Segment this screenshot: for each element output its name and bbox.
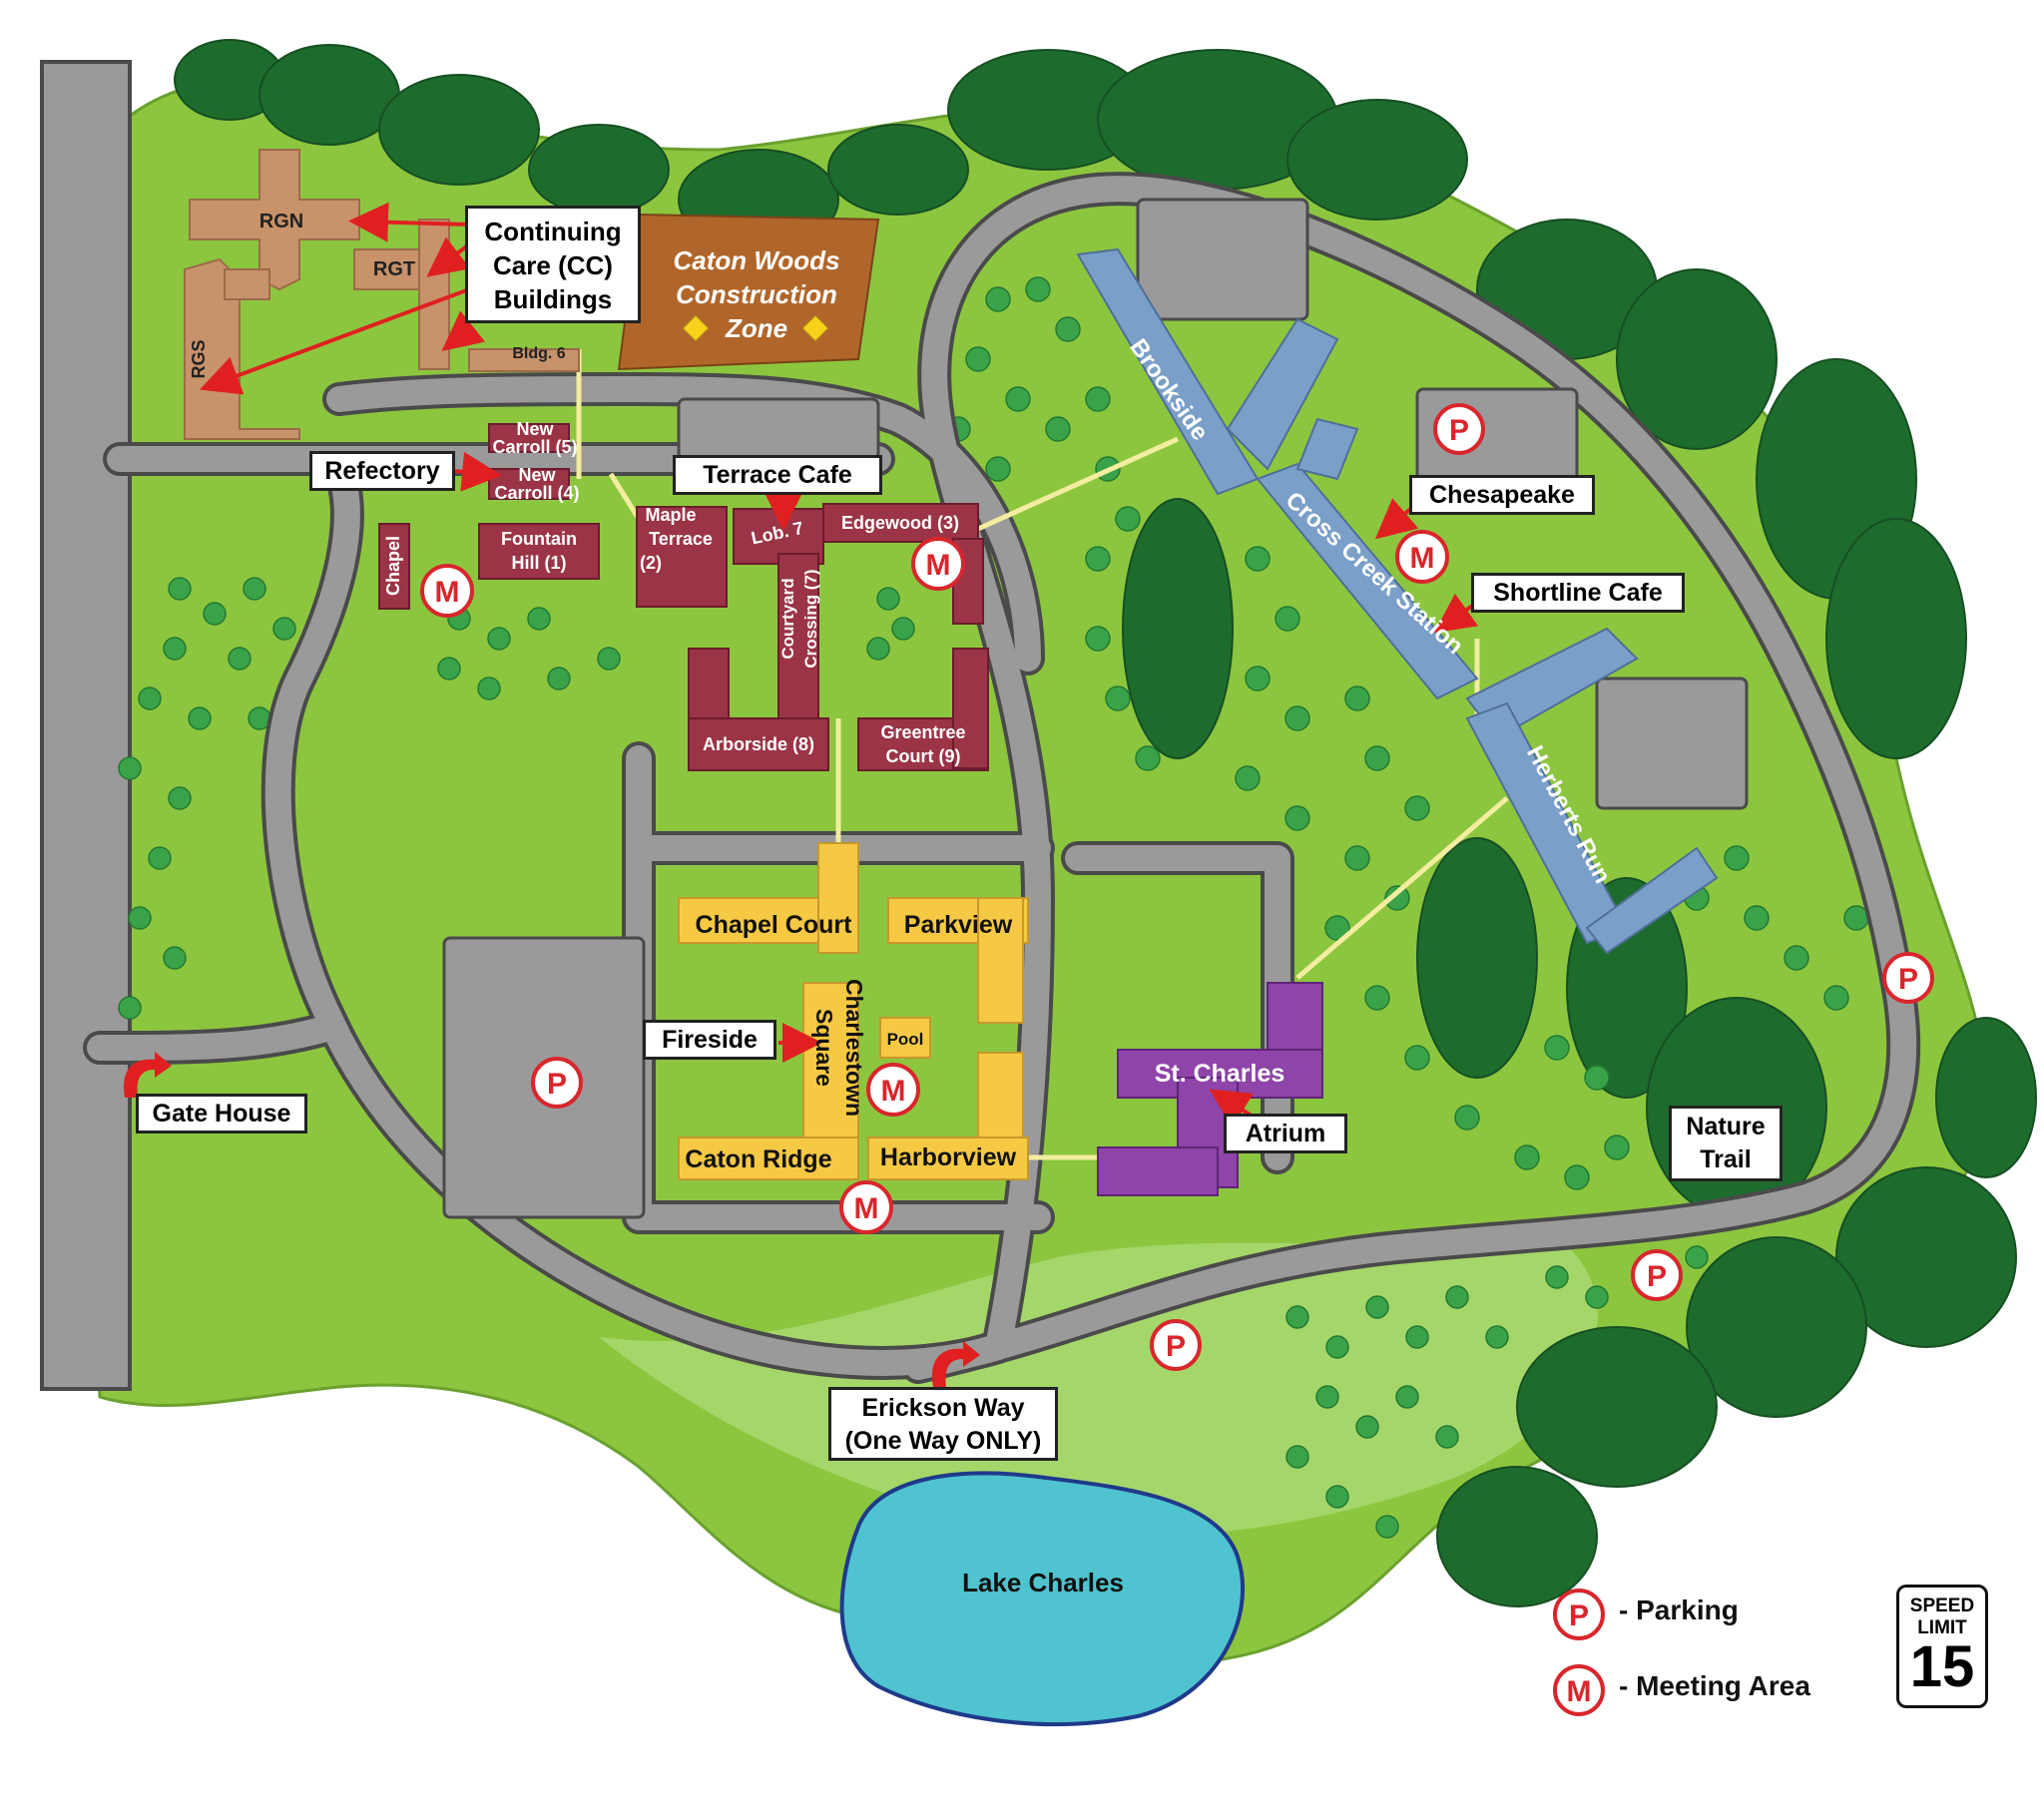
- rgn-label: RGN: [259, 211, 303, 232]
- nature-trail-line2: Trail: [1700, 1145, 1752, 1173]
- purple-buildings: [1097, 982, 1323, 1196]
- rgs-label: RGS: [189, 339, 209, 378]
- charlestown-square-label-1: Charlestown: [841, 979, 867, 1117]
- construction-label-3: Zone: [725, 313, 787, 343]
- speed-limit-sign: SPEED LIMIT 15: [1896, 1585, 1988, 1708]
- edgewood-label: Edgewood (3): [841, 513, 959, 533]
- construction-label-2: Construction: [676, 279, 837, 309]
- harborview-label: Harborview: [880, 1143, 1017, 1171]
- fountain-hill-label-1: Fountain: [501, 529, 577, 549]
- svg-text:M: M: [1410, 542, 1435, 575]
- caton-ridge-label: Caton Ridge: [685, 1145, 831, 1173]
- new-carroll-4-label-2: Carroll (4): [494, 483, 579, 503]
- maple-terrace-label-1: Maple: [645, 505, 696, 525]
- atrium-callout: Atrium: [1224, 1114, 1347, 1153]
- meeting-area-icon: [866, 1063, 920, 1117]
- maple-terrace-label-3: (2): [640, 553, 662, 573]
- terrace-cafe-callout: Terrace Cafe: [673, 455, 882, 495]
- continuing-care-line1: Continuing: [484, 217, 622, 246]
- svg-text:M: M: [854, 1192, 879, 1225]
- erickson-way-callout: Erickson Way (One Way ONLY): [828, 1387, 1058, 1461]
- trees: [118, 276, 1869, 1539]
- svg-text:P: P: [1166, 1330, 1186, 1363]
- charlestown-square-label-2: Square: [811, 1009, 837, 1087]
- speed-limit-line2: LIMIT: [1917, 1617, 1967, 1638]
- walkways: [576, 349, 1509, 1160]
- nature-trail-line1: Nature: [1686, 1113, 1766, 1140]
- meadow: [599, 1237, 1598, 1538]
- parkview-label: Parkview: [904, 911, 1013, 939]
- legend-parking-label: - Parking: [1619, 1594, 1739, 1625]
- svg-text:P: P: [1647, 1260, 1667, 1293]
- rgt-label: RGT: [373, 258, 415, 280]
- maroon-buildings: [378, 423, 989, 771]
- fireside-callout: Fireside: [643, 1020, 776, 1060]
- svg-text:P: P: [1449, 414, 1469, 447]
- nature-trail-callout: Nature Trail: [1669, 1106, 1783, 1181]
- continuing-care-line2: Care (CC): [493, 250, 613, 280]
- svg-text:P: P: [1898, 963, 1918, 996]
- meeting-area-icon: [1395, 530, 1449, 584]
- parking-icon: [1433, 403, 1485, 455]
- meeting-markers: [420, 530, 1605, 1716]
- lake-charles-label: Lake Charles: [962, 1568, 1124, 1597]
- blue-buildings: [1076, 247, 1719, 955]
- parking-icon: [531, 1057, 583, 1109]
- pool-label: Pool: [887, 1030, 924, 1049]
- turn-arrows: [124, 1052, 980, 1387]
- bldg6-label: Bldg. 6: [512, 345, 565, 362]
- fountain-hill-label-2: Hill (1): [511, 553, 566, 573]
- parking-icon: [1882, 952, 1934, 1004]
- meeting-area-icon: [911, 537, 965, 591]
- gate-house-callout: Gate House: [136, 1094, 307, 1134]
- erickson-way-line2: (One Way ONLY): [844, 1427, 1042, 1455]
- chapel-court-label: Chapel Court: [696, 911, 853, 939]
- parking-icon: [1553, 1589, 1605, 1640]
- parking-icon: [1150, 1319, 1202, 1371]
- svg-text:P: P: [1569, 1599, 1589, 1632]
- svg-text:M: M: [435, 576, 460, 609]
- new-carroll-4-label-1: New: [518, 465, 556, 485]
- courtyard-crossing-label-1: Courtyard: [778, 578, 797, 659]
- continuing-care-line3: Buildings: [493, 284, 613, 314]
- construction-diamond-icons: [682, 314, 829, 342]
- new-carroll-5-label-2: Carroll (5): [492, 437, 577, 457]
- new-carroll-5-label-1: New: [516, 419, 554, 439]
- meeting-area-icon: [420, 564, 474, 618]
- svg-text:M: M: [1567, 1675, 1592, 1708]
- meeting-area-icon: [839, 1180, 893, 1234]
- arborside-label: Arborside (8): [703, 734, 814, 754]
- speed-limit-value: 15: [1909, 1634, 1975, 1699]
- refectory-callout: Refectory: [309, 451, 455, 491]
- erickson-way-line1: Erickson Way: [861, 1394, 1025, 1422]
- legend-meeting-label: - Meeting Area: [1619, 1670, 1810, 1701]
- chapel-label: Chapel: [383, 536, 403, 596]
- maple-terrace-label-2: Terrace: [649, 529, 713, 549]
- courtyard-crossing-label-2: Crossing (7): [801, 569, 820, 668]
- continuing-care-callout: Continuing Care (CC) Buildings: [465, 206, 641, 323]
- meeting-marker-letters: M M M M M M: [435, 542, 1592, 1708]
- meeting-area-icon: [1553, 1664, 1605, 1716]
- parking-markers: [531, 403, 1934, 1640]
- construction-label-1: Caton Woods: [673, 245, 839, 275]
- highway: [40, 60, 132, 1391]
- lake-charles: [839, 1471, 1246, 1727]
- svg-text:M: M: [881, 1075, 906, 1108]
- speed-limit-line1: SPEED: [1909, 1595, 1975, 1616]
- st-charles-label: St. Charles: [1155, 1060, 1285, 1088]
- parking-marker-letters: P P P P P P: [547, 414, 1918, 1632]
- shortline-cafe-callout: Shortline Cafe: [1471, 573, 1685, 613]
- greentree-label-1: Greentree: [880, 722, 965, 742]
- svg-text:P: P: [547, 1068, 567, 1101]
- chesapeake-callout: Chesapeake: [1409, 475, 1595, 515]
- greentree-label-2: Court (9): [886, 746, 961, 766]
- parking-icon: [1631, 1249, 1683, 1301]
- svg-text:M: M: [926, 549, 951, 582]
